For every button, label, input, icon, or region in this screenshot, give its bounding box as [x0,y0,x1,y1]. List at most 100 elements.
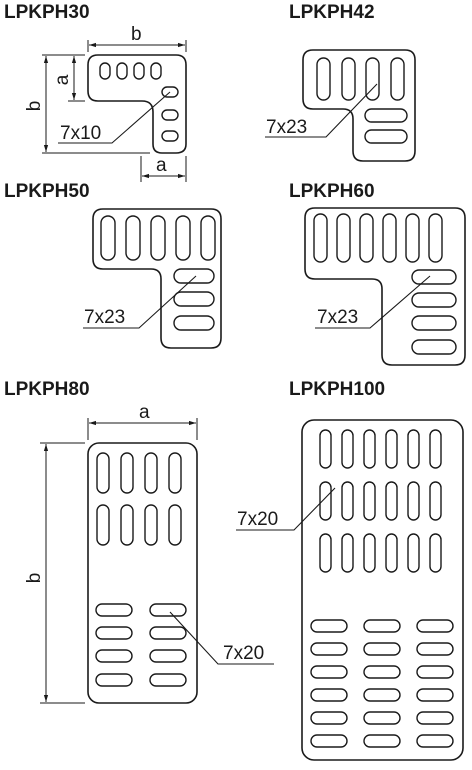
slot [99,62,111,80]
slot [120,452,134,494]
slot [429,481,442,521]
part-lpkph80: LPKPH80 a b [4,379,274,704]
dimension-label-a: a [156,155,167,176]
dimension-label-b: b [24,573,45,584]
slot [385,481,398,521]
slot [95,649,133,663]
slot [416,711,454,725]
slot [175,215,191,261]
slot [341,481,354,521]
slot [411,339,457,355]
slot [310,619,348,633]
slot [149,673,187,687]
slot [96,504,110,546]
slot [411,269,457,285]
slot [150,62,162,80]
slot [390,57,405,101]
slot [95,673,133,687]
slot [364,108,408,123]
slot [319,429,332,469]
part-title: LPKPH80 [4,379,90,400]
slot [173,291,215,307]
slot [173,315,215,331]
slot [416,688,454,702]
slot [161,109,179,121]
slot [100,215,116,261]
hole-leader [315,275,431,329]
slot [149,626,187,640]
slot [363,533,376,573]
slot [363,429,376,469]
hole-leader [265,83,378,138]
plate-outline [87,54,187,154]
hole-leader [58,91,171,144]
dimension-label-b: b [24,101,45,112]
hole-size-label: 7x23 [266,117,307,138]
slot [411,315,457,331]
slot [319,481,332,521]
slot [363,688,401,702]
slot [310,711,348,725]
slot [168,452,182,494]
part-title: LPKPH50 [4,181,90,202]
slot-group [313,213,457,355]
part-lpkph30: LPKPH30 b b a a 7x10 [4,2,187,182]
hole-size-label: 7x23 [84,307,125,328]
slot [319,533,332,573]
part-lpkph50: LPKPH50 7x23 [4,181,222,349]
slot [416,734,454,748]
slot [161,130,179,142]
slot [168,504,182,546]
hole-leader [236,487,336,531]
slot-group [316,57,408,144]
slot [313,213,328,263]
slot [416,619,454,633]
slot [316,57,331,101]
slot [359,213,374,263]
slot [385,533,398,573]
slot-group [95,452,187,687]
part-title: LPKPH100 [289,379,385,400]
slot [363,734,401,748]
slot [429,429,442,469]
slot [149,649,187,663]
slot [363,619,401,633]
slot [416,665,454,679]
slot [382,213,397,263]
part-title: LPKPH42 [289,2,375,23]
slot [95,626,133,640]
hole-size-label: 7x23 [317,307,358,328]
hole-size-label: 7x20 [237,509,278,530]
slot [133,62,145,80]
slot [407,481,420,521]
slot [341,57,356,101]
slot [144,452,158,494]
slot [363,481,376,521]
slot [150,215,166,261]
part-title: LPKPH30 [4,2,90,23]
slot [405,213,420,263]
slot [125,215,141,261]
slot [428,213,443,263]
slot-group [310,429,454,748]
hole-leader [83,275,197,329]
hole-leader [169,611,274,665]
slot [144,504,158,546]
dimension-label-a: a [139,402,150,423]
slot [341,533,354,573]
slot [364,129,408,144]
slot [310,688,348,702]
part-title: LPKPH60 [289,181,375,202]
slot [173,268,215,284]
slot [407,533,420,573]
slot [96,452,110,494]
slot [411,292,457,308]
slot [429,533,442,573]
slot [149,603,187,617]
slot [120,504,134,546]
slot [363,642,401,656]
slot [385,429,398,469]
slot [116,62,128,80]
slot [310,734,348,748]
